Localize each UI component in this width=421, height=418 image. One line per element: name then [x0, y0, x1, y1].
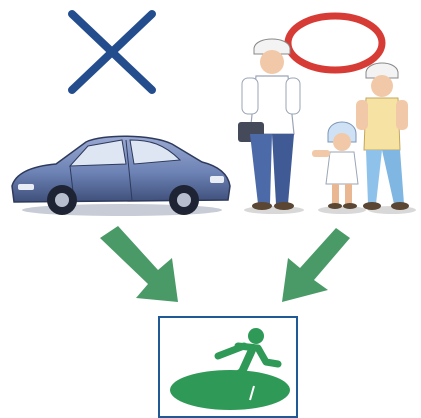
arrow-down-left-icon — [272, 222, 352, 308]
mother-figure — [356, 63, 409, 210]
child-figure — [312, 122, 358, 209]
wrong-cross-icon — [62, 6, 162, 98]
car-illustration — [4, 128, 236, 218]
walking-family-illustration — [232, 38, 421, 218]
father-figure — [238, 39, 300, 210]
emergency-exit-icon — [158, 316, 298, 418]
arrow-down-right-icon — [92, 220, 192, 312]
